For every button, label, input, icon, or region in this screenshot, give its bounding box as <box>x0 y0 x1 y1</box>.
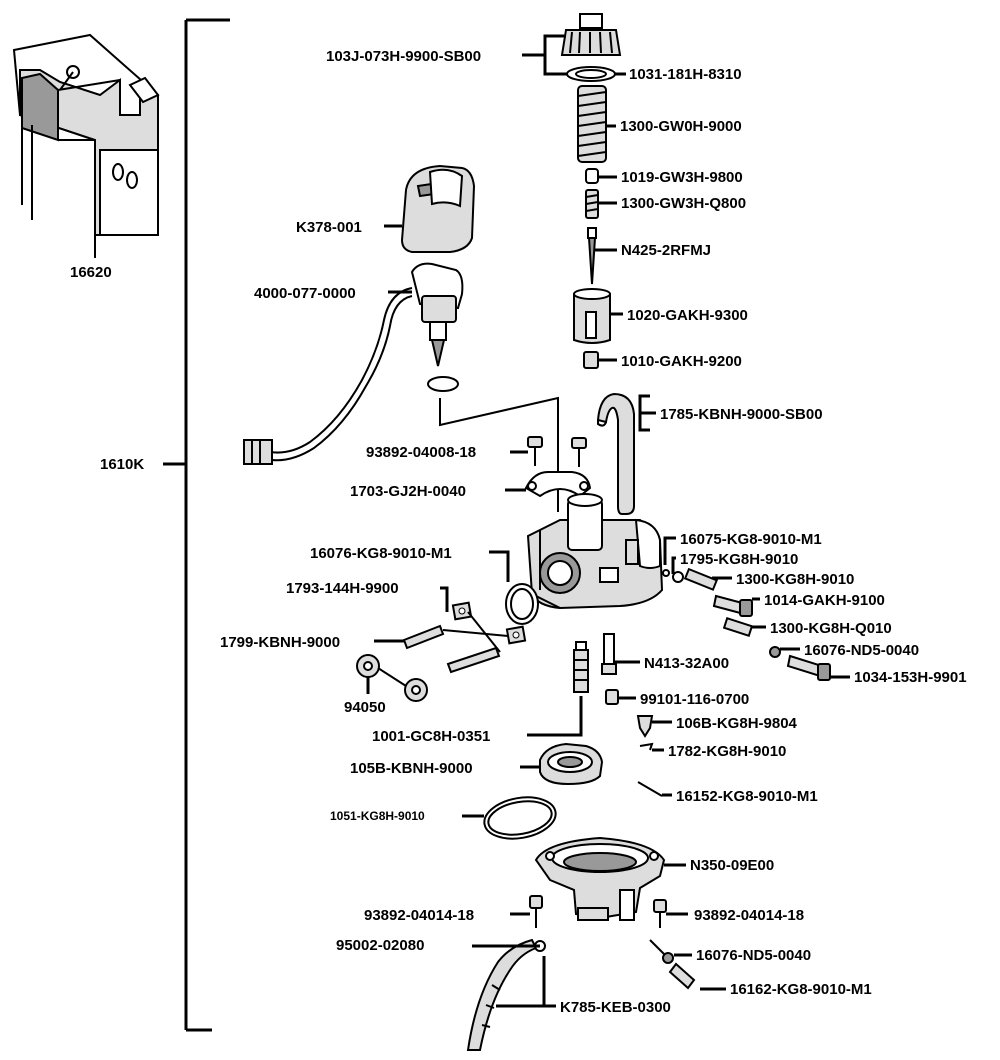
label-bowl: N350-09E00 <box>690 857 774 874</box>
label-needle: N425-2RFMJ <box>621 242 711 259</box>
needle-drawing <box>587 227 617 285</box>
label-emulsion: 1001-GC8H-0351 <box>372 728 490 745</box>
label-nuts: 94050 <box>344 699 386 716</box>
label-oring-drain: 16076-ND5-0040 <box>696 947 811 964</box>
label-float: 105B-KBNH-9000 <box>350 760 473 777</box>
studs-drawing <box>356 586 527 702</box>
label-hose: K785-KEB-0300 <box>560 999 671 1016</box>
cap-drawing <box>560 13 622 82</box>
bolts-top-drawing <box>510 436 587 467</box>
label-cap: 103J-073H-9900-SB00 <box>326 48 481 65</box>
plate-drawing <box>505 471 592 498</box>
cap-leader <box>522 34 626 76</box>
spring-small-drawing <box>585 189 617 219</box>
label-oring-small: 16075-KG8-9010-M1 <box>680 531 822 548</box>
label-clip-valve: 1782-KG8H-9010 <box>668 743 786 760</box>
gasket-drawing <box>462 796 557 840</box>
jets-drawing <box>527 633 640 737</box>
clip-drawing <box>585 168 617 184</box>
label-spring-top: 1300-GW0H-9000 <box>620 118 742 135</box>
slide-drawing <box>573 288 623 344</box>
label-drain-screw: 16162-KG8-9010-M1 <box>730 981 872 998</box>
carburetor-body-drawing <box>526 493 664 610</box>
label-auto-choke: 4000-077-0000 <box>254 285 356 302</box>
label-gasket: 1051-KG8H-9010 <box>330 809 425 823</box>
label-studs: 1799-KBNH-9000 <box>220 634 340 651</box>
label-bolts-top: 93892-04008-18 <box>366 444 476 461</box>
label-needle-jet: N413-32A00 <box>644 655 729 672</box>
label-1610K: 1610K <box>100 456 144 473</box>
bowl-screws-drawing <box>510 895 688 928</box>
label-air-screw: 1034-153H-9901 <box>854 669 967 686</box>
label-16620: 16620 <box>70 264 112 281</box>
idle-adjust-drawing <box>662 536 850 681</box>
assembly-bracket <box>163 18 230 1032</box>
label-vent-tube: 1785-KBNH-9000-SB00 <box>660 406 823 423</box>
label-slide: 1020-GAKH-9300 <box>627 307 748 324</box>
spring-top-drawing <box>577 85 616 163</box>
label-spring-air: 1300-KG8H-Q010 <box>770 620 892 637</box>
hose-drawing <box>466 938 556 1051</box>
label-clip: 1019-GW3H-9800 <box>621 169 743 186</box>
label-float-valve: 106B-KG8H-9804 <box>676 715 798 732</box>
label-idle-screw: 1014-GAKH-9100 <box>764 592 885 609</box>
drain-screw-drawing <box>649 939 726 991</box>
label-main-jet: 99101-116-0700 <box>640 691 749 708</box>
label-slide-nut: 1010-GAKH-9200 <box>621 353 742 370</box>
label-spring-idle: 1300-KG8H-9010 <box>736 571 854 588</box>
label-spring-idle-cap: 1795-KG8H-9010 <box>680 551 798 568</box>
label-float-pin: 16152-KG8-9010-M1 <box>676 788 818 805</box>
bowl-drawing <box>534 836 686 921</box>
label-oring-intake: 16076-KG8-9010-M1 <box>310 545 452 562</box>
slide-nut-drawing <box>583 351 617 369</box>
choke-oring-drawing <box>427 376 559 512</box>
choke-cap-drawing <box>384 164 476 253</box>
float-drawing <box>520 742 604 786</box>
label-washer: 1793-144H-9900 <box>286 580 399 597</box>
vent-tube-drawing <box>596 392 656 515</box>
auto-choke-drawing <box>243 262 464 465</box>
label-bowl-screw-right: 93892-04014-18 <box>694 907 804 924</box>
label-bowl-screw-left: 93892-04014-18 <box>364 907 474 924</box>
label-plate: 1703-GJ2H-0040 <box>350 483 466 500</box>
bracket-16620-drawing <box>12 33 160 258</box>
label-oring-air: 16076-ND5-0040 <box>804 642 919 659</box>
label-choke-cap: K378-001 <box>296 219 362 236</box>
label-cap-gasket: 1031-181H-8310 <box>629 66 742 83</box>
float-valve-drawing <box>636 715 672 797</box>
oring-intake-drawing <box>489 550 539 625</box>
label-spring-small: 1300-GW3H-Q800 <box>621 195 746 212</box>
label-hose-clip: 95002-02080 <box>336 937 424 954</box>
